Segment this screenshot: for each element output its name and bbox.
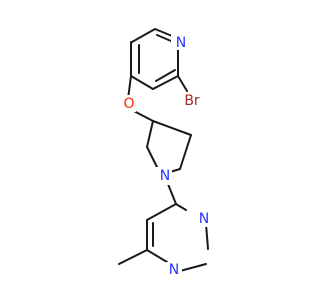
pyrimidine-ring <box>146 203 209 272</box>
bond <box>146 203 177 221</box>
atom-label-pyrrolidine-n: N <box>156 167 172 185</box>
bond <box>146 249 168 263</box>
atom-label-pyrimidine-n1: N <box>196 211 212 227</box>
bond <box>146 146 158 168</box>
bond <box>146 120 154 148</box>
bond <box>179 263 207 272</box>
pyridine-ring <box>130 28 179 90</box>
atom-label-pyrimidine-n2: N <box>166 262 182 278</box>
atom-label: N <box>160 168 170 184</box>
bond <box>118 249 148 265</box>
atom-label: N <box>199 211 209 227</box>
bond <box>152 120 192 136</box>
bond <box>155 69 176 82</box>
bond <box>175 203 187 211</box>
bond <box>152 75 179 90</box>
bond <box>130 75 154 90</box>
bond <box>167 183 177 205</box>
atom-label-pyridine-n: N <box>171 34 186 51</box>
atom-label: N <box>176 35 186 51</box>
molecule-structure: N Br O N N N <box>118 28 212 278</box>
atom-label: O <box>123 96 134 112</box>
atom-label-ether-o: O <box>120 95 136 112</box>
pyrrolidine-ring <box>129 108 192 173</box>
bond <box>156 34 172 42</box>
bond <box>205 223 209 250</box>
bond <box>177 75 188 92</box>
atom-label-bromine: Br <box>181 92 203 109</box>
atom-label: N <box>169 262 179 278</box>
atom-label: Br <box>184 93 200 109</box>
bond <box>131 28 156 43</box>
bond <box>179 134 192 170</box>
